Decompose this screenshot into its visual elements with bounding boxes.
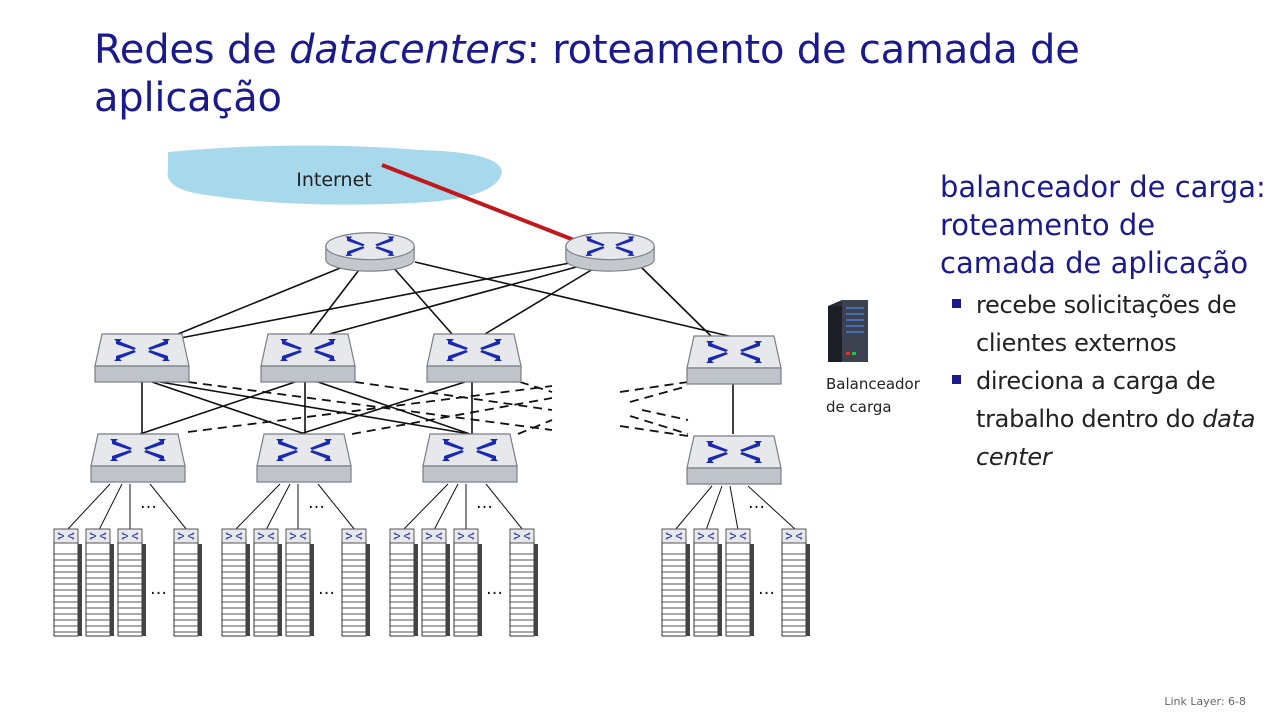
access-switch — [687, 436, 781, 484]
load-balancer-label-line2: de carga — [826, 398, 892, 416]
ellipsis: … — [318, 579, 335, 599]
load-balancer-server-icon — [828, 300, 868, 362]
title-part2: : roteamento de camada de aplicação — [94, 27, 1080, 121]
slide-footer: Link Layer: 6-8 — [1164, 695, 1246, 708]
ellipsis: … — [486, 579, 503, 599]
core-links — [169, 261, 734, 341]
bullet-item: recebe solicitações de clientes externos — [952, 286, 1270, 362]
dashed-links — [187, 381, 689, 437]
server-rack — [254, 529, 282, 636]
aggregation-switch — [95, 334, 189, 382]
access-switch — [91, 434, 185, 482]
bullet-list: recebe solicitações de clientes externos… — [940, 286, 1270, 476]
slide-title: Redes de datacenters: roteamento de cama… — [94, 26, 1214, 122]
bullet-square-icon — [952, 375, 961, 384]
server-rack — [118, 529, 146, 636]
rack-links — [66, 483, 797, 531]
ellipsis: … — [140, 493, 157, 513]
server-rack — [86, 529, 114, 636]
server-rack — [510, 529, 538, 636]
server-rack — [726, 529, 754, 636]
aggregation-links — [139, 381, 734, 435]
server-rack — [174, 529, 202, 636]
bullet-square-icon — [952, 299, 961, 308]
server-rack — [222, 529, 250, 636]
aggregation-switch — [427, 334, 521, 382]
ellipsis: … — [748, 493, 765, 513]
internet-label: Internet — [296, 169, 371, 191]
sidebar-text: balanceador de carga: roteamento de cama… — [940, 168, 1270, 476]
server-rack — [342, 529, 370, 636]
bullet-text: recebe solicitações de clientes externos — [976, 291, 1237, 357]
server-rack — [662, 529, 690, 636]
title-italic: datacenters — [289, 27, 527, 73]
server-rack — [454, 529, 482, 636]
ellipsis: … — [150, 579, 167, 599]
title-part1: Redes de — [94, 27, 290, 73]
aggregation-switch — [687, 336, 781, 384]
server-rack — [782, 529, 810, 636]
ellipsis: … — [308, 493, 325, 513]
ellipsis: … — [758, 579, 775, 599]
access-switch — [257, 434, 351, 482]
sidebar-heading: balanceador de carga: roteamento de cama… — [940, 170, 1266, 280]
aggregation-switch — [261, 334, 355, 382]
bullet-text-italic: data center — [976, 405, 1256, 471]
ellipsis: … — [476, 493, 493, 513]
core-router-right — [566, 233, 654, 271]
bullet-text: direciona a carga de trabalho dentro do — [976, 367, 1216, 433]
internet-cloud — [167, 145, 502, 205]
load-balancer-label-line1: Balanceador — [826, 375, 921, 393]
server-rack — [422, 529, 450, 636]
bullet-item: direciona a carga de trabalho dentro do … — [952, 362, 1270, 476]
server-rack — [286, 529, 314, 636]
server-rack — [390, 529, 418, 636]
server-rack — [694, 529, 722, 636]
core-router-left — [326, 233, 414, 271]
server-rack — [54, 529, 82, 636]
access-switch — [423, 434, 517, 482]
